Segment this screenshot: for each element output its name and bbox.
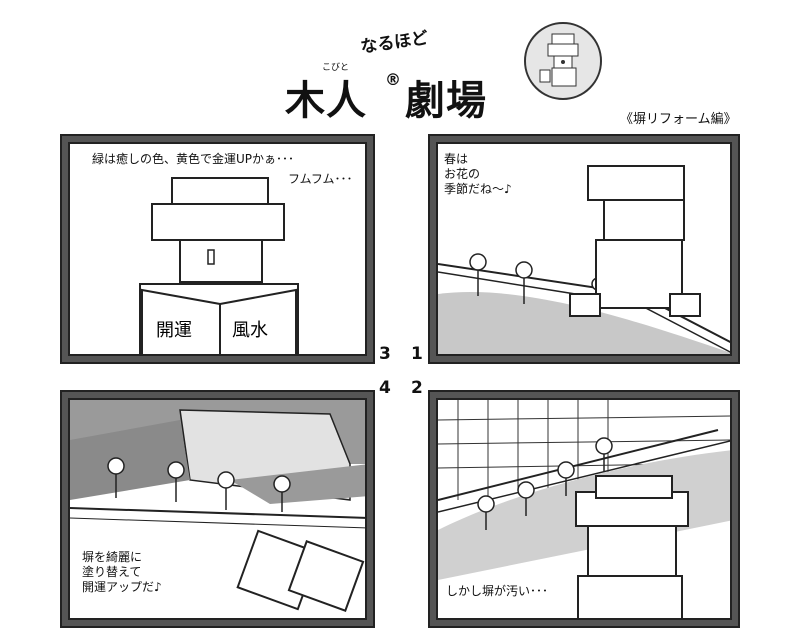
kijin-logo-icon <box>524 22 602 100</box>
registered-mark: ® <box>385 70 401 89</box>
panel-4: 塀を綺麗に 塗り替えて 開運アップだ♪ <box>68 398 367 620</box>
order-number-top-right: 1 <box>411 344 423 364</box>
panel-3: 開運 風水 緑は癒しの色、黄色で金運UPかぁ･･･ フムフム･･･ <box>68 142 367 356</box>
reading-kijin-illustration: 開運 風水 <box>139 177 299 354</box>
book-right-title: 風水 <box>232 320 268 341</box>
title-ruby: こびと <box>322 63 350 73</box>
flowers-and-kijin-illustration <box>438 165 730 354</box>
book-left-title: 開運 <box>156 320 192 341</box>
order-number-bottom-left: 4 <box>379 378 391 398</box>
panel-1-caption: 春は お花の 季節だね〜♪ <box>444 152 512 196</box>
fence-painting-illustration <box>70 400 365 612</box>
title-main-b: 劇場 <box>405 78 487 124</box>
order-number-bottom-right: 2 <box>411 378 423 398</box>
panel-4-caption: 塀を綺麗に 塗り替えて 開運アップだ♪ <box>82 550 162 594</box>
panel-2: しかし塀が汚い･･･ <box>436 398 732 620</box>
panel-2-caption: しかし塀が汚い･･･ <box>446 584 549 598</box>
panel-1: 春は お花の 季節だね〜♪ <box>436 142 732 356</box>
title-prefix: なるほど <box>359 28 430 58</box>
episode-subtitle: 《塀リフォーム編》 <box>620 112 737 127</box>
dirty-fence-illustration <box>438 400 730 618</box>
order-number-top-left: 3 <box>379 344 391 364</box>
title-main-a: 木人 <box>285 78 367 124</box>
kijin-logo <box>522 20 604 102</box>
panel-3-caption-b: フムフム･･･ <box>288 172 353 186</box>
panel-3-caption-a: 緑は癒しの色、黄色で金運UPかぁ･･･ <box>92 152 295 166</box>
